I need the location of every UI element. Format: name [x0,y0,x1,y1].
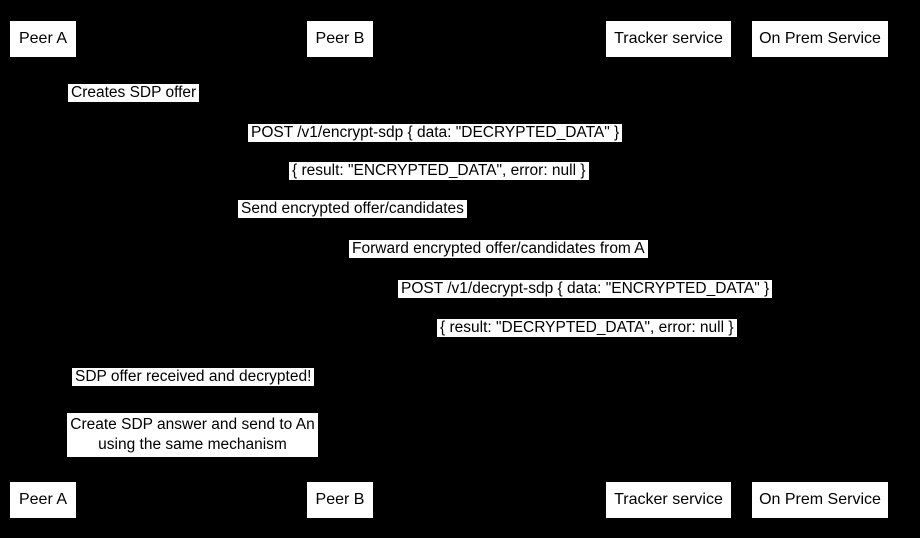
message-decrypt-result: { result: "DECRYPTED_DATA", error: null … [437,319,737,337]
message-encrypt-result: { result: "ENCRYPTED_DATA", error: null … [289,162,589,180]
message-sdp-offer-received: SDP offer received and decrypted! [72,368,315,386]
message-post-encrypt-sdp: POST /v1/encrypt-sdp { data: "DECRYPTED_… [248,124,623,142]
actor-peer-a-top: Peer A [10,21,76,57]
note-line-2: using the same mechanism [98,436,287,453]
actor-peer-a-bottom: Peer A [10,482,76,518]
actor-tracker-service-top: Tracker service [606,21,731,57]
message-creates-sdp-offer: Creates SDP offer [68,84,200,102]
message-send-encrypted-offer: Send encrypted offer/candidates [238,200,467,218]
actor-peer-b-bottom: Peer B [307,482,373,518]
actor-on-prem-service-top: On Prem Service [752,21,888,57]
message-forward-encrypted-offer: Forward encrypted offer/candidates from … [349,240,648,258]
message-post-decrypt-sdp: POST /v1/decrypt-sdp { data: "ENCRYPTED_… [398,280,773,298]
actor-on-prem-service-bottom: On Prem Service [752,482,888,518]
note-create-sdp-answer: Create SDP answer and send to An using t… [67,413,318,457]
actor-tracker-service-bottom: Tracker service [606,482,731,518]
actor-peer-b-top: Peer B [307,21,373,57]
note-line-1: Create SDP answer and send to An [70,416,315,433]
